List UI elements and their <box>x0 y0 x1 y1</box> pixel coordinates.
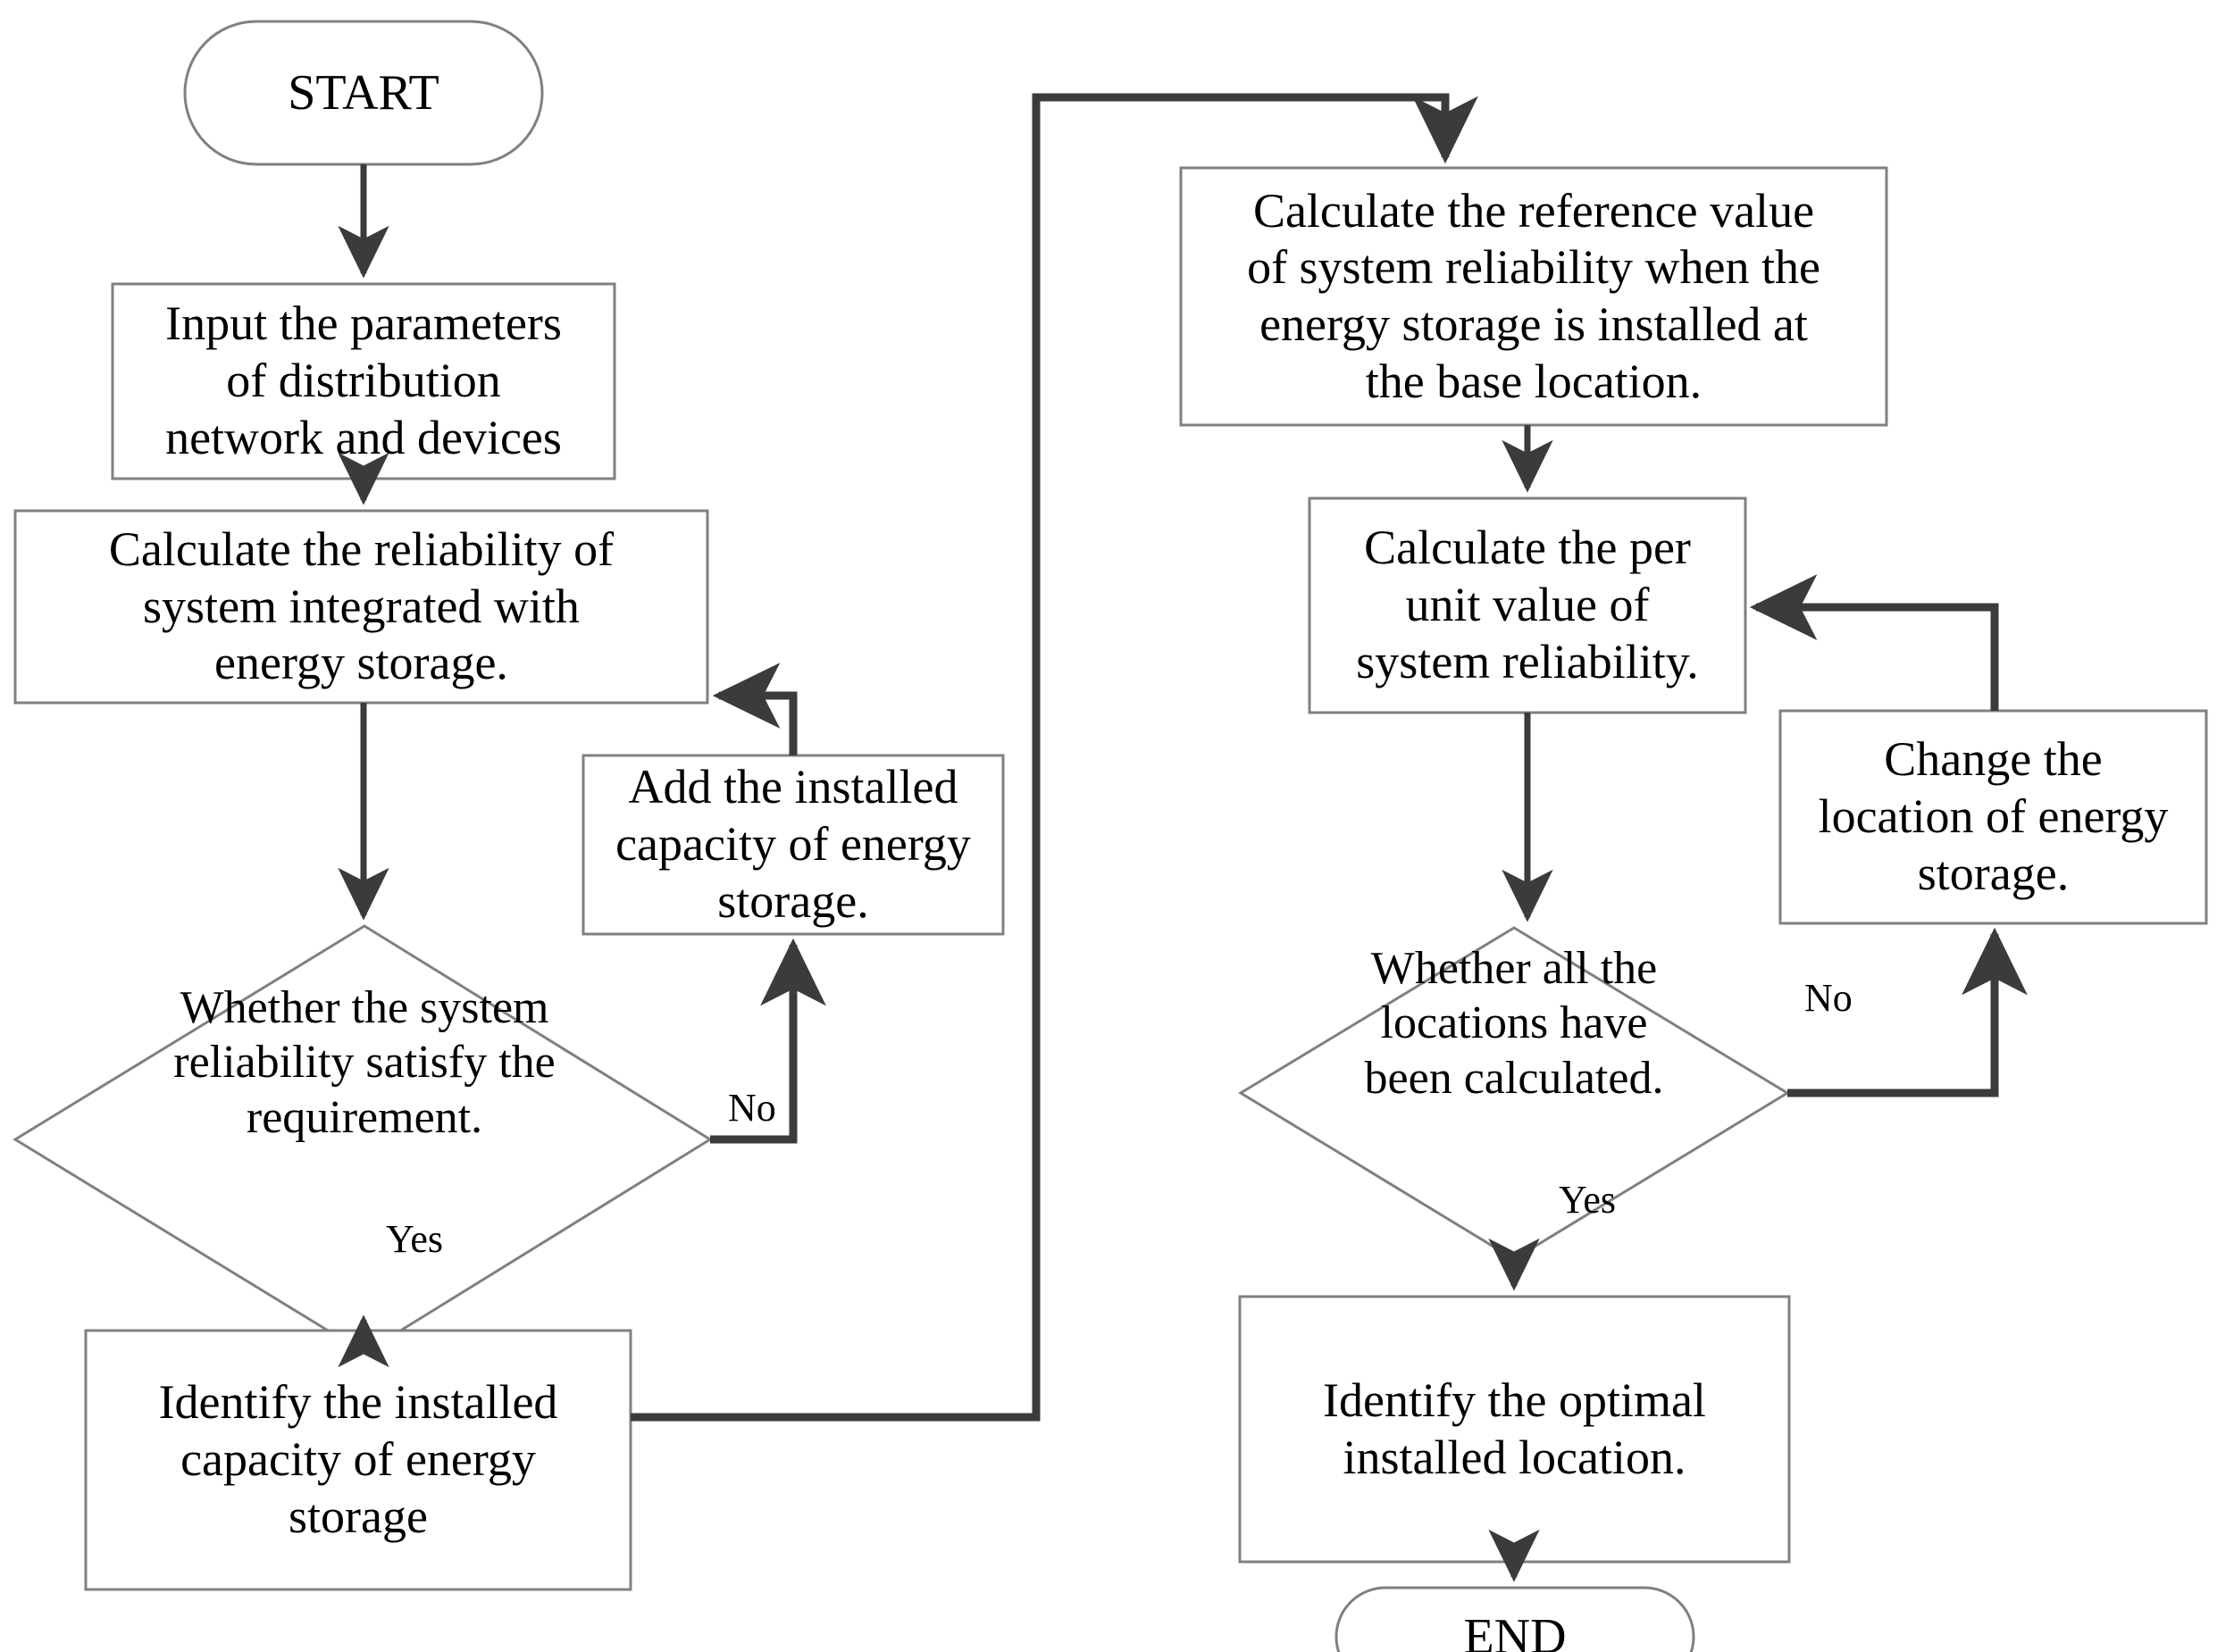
edge-label-yes-left: Yes <box>386 1217 444 1261</box>
edge-identify-capacity-to-calc-reference <box>631 93 1478 1422</box>
edge-label-yes-right: Yes <box>1559 1178 1617 1222</box>
node-decision-satisfy-shape <box>13 924 713 1355</box>
edge-decision-no-to-change-location <box>1787 927 2028 1097</box>
node-calc-reference-shape <box>1179 166 1888 427</box>
edge-add-capacity-to-calc-reliability <box>712 663 798 755</box>
edge-change-location-to-calc-per-unit <box>1749 574 1999 711</box>
node-identify-capacity-shape <box>84 1329 632 1591</box>
edge-label-no-right: No <box>1804 976 1853 1020</box>
edge-decision-no-to-add-capacity <box>710 938 826 1144</box>
node-calc-reliability-shape <box>13 509 709 705</box>
node-input-params-shape <box>111 282 616 480</box>
edge-label-no-left: No <box>728 1086 776 1130</box>
node-start-shape <box>183 20 544 166</box>
node-calc-per-unit-shape <box>1308 496 1747 714</box>
node-add-capacity-shape <box>581 754 1005 936</box>
node-change-location-shape <box>1778 709 2208 925</box>
node-identify-optimal-shape <box>1238 1295 1791 1564</box>
node-end-shape <box>1334 1586 1695 1652</box>
node-decision-all-locations-shape <box>1238 926 1790 1261</box>
